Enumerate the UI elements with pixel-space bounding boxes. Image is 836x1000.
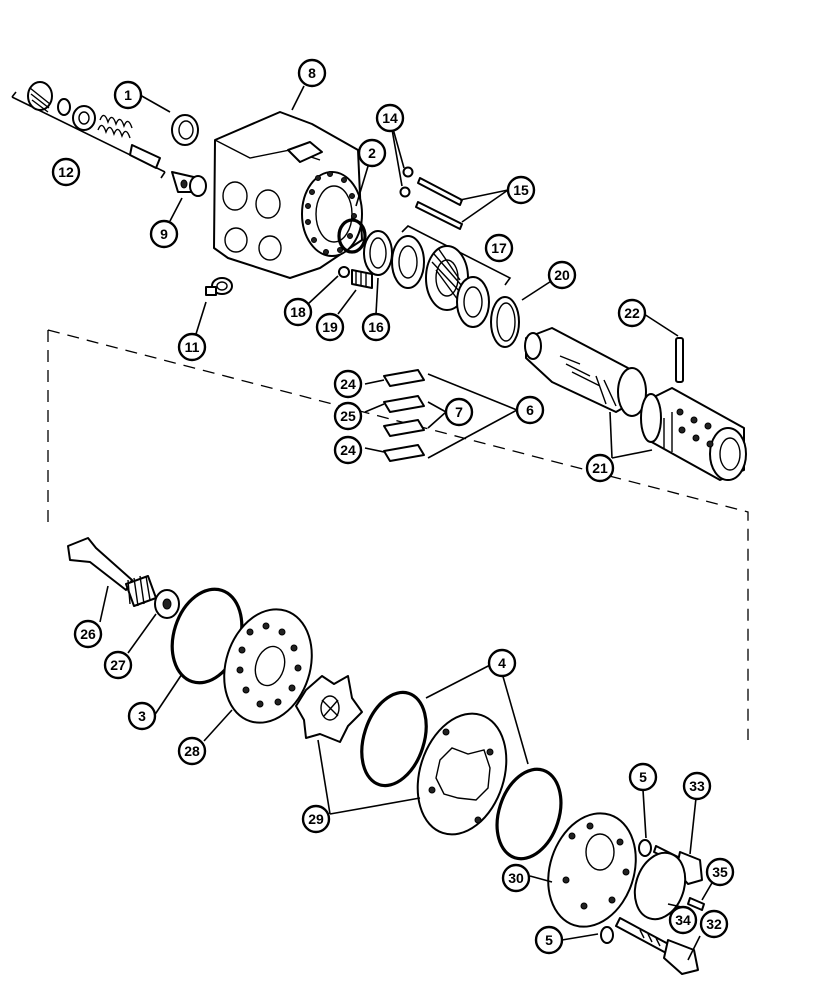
callout-22: 22 [617, 298, 647, 328]
svg-text:17: 17 [491, 240, 507, 256]
callout-27: 27 [103, 650, 133, 680]
part-24-spring-plate-lower [383, 444, 425, 462]
callout-21: 21 [585, 453, 615, 483]
callout-34: 34 [668, 905, 698, 935]
callout-25: 25 [333, 401, 363, 431]
part-19-spring [351, 269, 373, 289]
callout-28: 28 [177, 736, 207, 766]
callout-4: 4 [487, 648, 517, 678]
part-21-spool-and-sleeve [524, 327, 747, 481]
part-32-bolt [615, 917, 699, 975]
callout-1: 1 [113, 80, 143, 110]
callout-2: 2 [357, 138, 387, 168]
part-29-gerotor-set [295, 675, 508, 836]
part-5-washer-upper [638, 839, 652, 857]
part-9-plug [171, 171, 207, 197]
part-24-spring-plate-upper [383, 369, 425, 387]
callout-7: 7 [444, 397, 474, 427]
svg-text:3: 3 [138, 708, 146, 724]
callout-14: 14 [375, 103, 405, 133]
callout-9: 9 [149, 219, 179, 249]
svg-text:28: 28 [184, 743, 200, 759]
part-26-drive-shaft [67, 537, 157, 607]
svg-text:19: 19 [322, 319, 338, 335]
svg-text:14: 14 [382, 110, 398, 126]
callout-8: 8 [297, 58, 327, 88]
svg-text:12: 12 [58, 164, 74, 180]
callout-32: 32 [699, 909, 729, 939]
svg-text:22: 22 [624, 305, 640, 321]
svg-text:4: 4 [498, 655, 506, 671]
svg-text:21: 21 [592, 460, 608, 476]
part-30-end-cap [547, 812, 637, 928]
svg-text:11: 11 [185, 339, 200, 355]
svg-text:15: 15 [513, 182, 529, 198]
part-11-fitting [205, 277, 233, 296]
callout-15: 15 [506, 175, 536, 205]
callout-5-upper: 5 [628, 762, 658, 792]
callout-24-upper: 24 [333, 369, 363, 399]
part-17-thrust-bearing-set [391, 225, 512, 328]
part-12-relief-valve-assembly [11, 81, 166, 179]
svg-text:8: 8 [308, 65, 316, 81]
callout-5-lower: 5 [534, 925, 564, 955]
callout-3: 3 [127, 701, 157, 731]
svg-text:6: 6 [526, 402, 534, 418]
callout-30: 30 [501, 863, 531, 893]
callout-12: 12 [51, 157, 81, 187]
callout-16: 16 [361, 312, 391, 342]
part-22-pin [675, 337, 684, 383]
part-8-valve-housing [213, 111, 363, 279]
part-4-seal-ring-b [495, 767, 563, 861]
svg-text:7: 7 [455, 404, 463, 420]
part-20-ring [490, 296, 520, 348]
part-28-port-plate [223, 608, 313, 724]
callout-35: 35 [705, 857, 735, 887]
callout-24-lower: 24 [333, 435, 363, 465]
svg-text:25: 25 [340, 408, 356, 424]
part-27-washer [154, 589, 180, 619]
svg-text:18: 18 [290, 304, 306, 320]
leader-lines [99, 85, 717, 961]
svg-text:9: 9 [160, 226, 168, 242]
callout-19: 19 [315, 312, 345, 342]
svg-text:30: 30 [508, 870, 524, 886]
callout-26: 26 [73, 619, 103, 649]
callout-17: 17 [484, 233, 514, 263]
svg-text:20: 20 [554, 267, 570, 283]
part-1-ring [171, 114, 199, 146]
callout-29: 29 [301, 804, 331, 834]
svg-text:35: 35 [712, 864, 728, 880]
svg-text:24: 24 [340, 376, 356, 392]
part-35-screw [687, 897, 705, 911]
part-15-pins [415, 177, 463, 230]
callout-20: 20 [547, 260, 577, 290]
part-18-ball [338, 266, 350, 278]
svg-text:27: 27 [110, 657, 126, 673]
part-34-cover-disc [633, 851, 687, 921]
callout-6: 6 [515, 395, 545, 425]
svg-text:24: 24 [340, 442, 356, 458]
svg-text:5: 5 [545, 932, 553, 948]
part-25-spring-plates [383, 395, 425, 437]
svg-text:29: 29 [308, 811, 324, 827]
part-5-washer-lower [600, 926, 614, 944]
callout-18: 18 [283, 297, 313, 327]
svg-text:34: 34 [675, 912, 691, 928]
svg-text:1: 1 [124, 87, 132, 103]
part-2-o-ring [337, 218, 367, 254]
svg-text:33: 33 [689, 778, 705, 794]
svg-text:2: 2 [368, 145, 376, 161]
svg-text:5: 5 [639, 769, 647, 785]
assembly-guide-dashed-line [47, 329, 749, 740]
svg-text:32: 32 [706, 916, 722, 932]
part-14-check-balls [399, 166, 414, 198]
svg-text:16: 16 [368, 319, 384, 335]
callout-11: 11 [177, 332, 207, 362]
callout-33: 33 [682, 771, 712, 801]
svg-text:26: 26 [80, 626, 96, 642]
part-16-ring [363, 230, 393, 276]
part-4-seal-ring-a [360, 690, 428, 788]
